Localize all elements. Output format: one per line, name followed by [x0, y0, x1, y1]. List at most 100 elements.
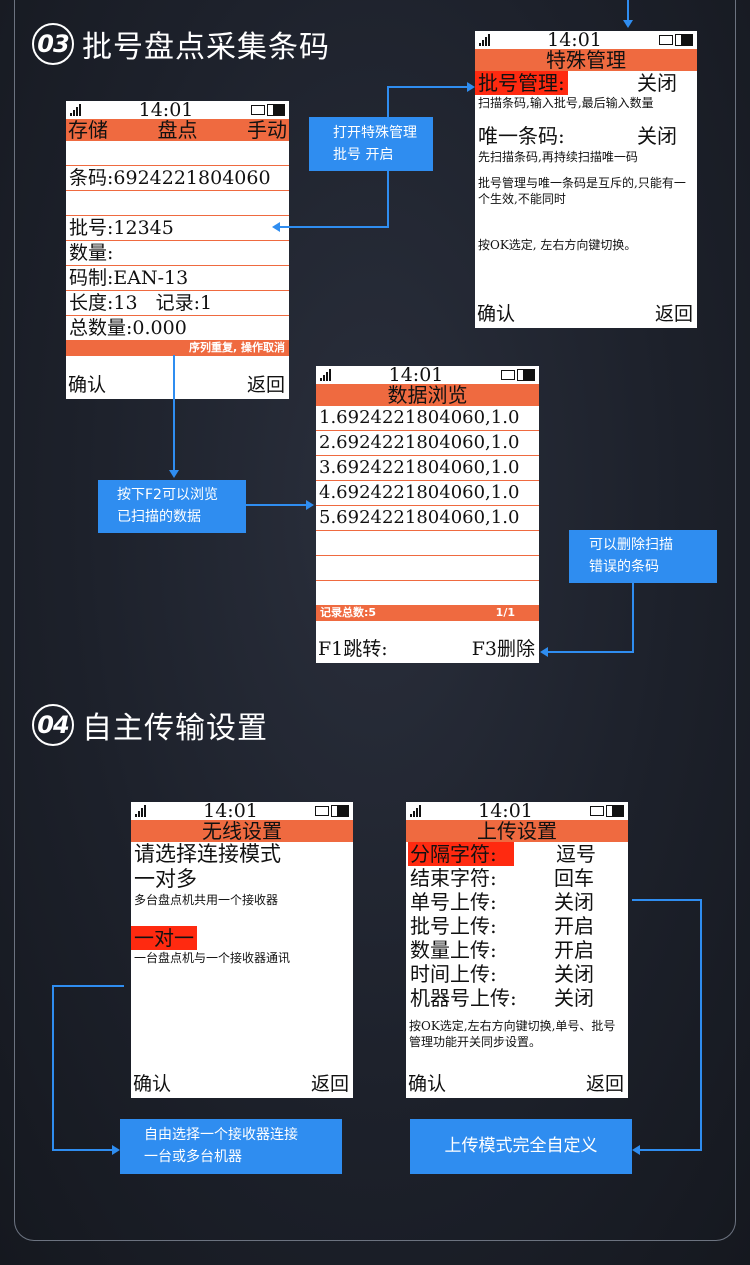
hint-text: 按OK选定, 左右方向键切换。 [478, 238, 637, 252]
connector [52, 985, 124, 987]
warning-bar: 序列重复, 操作取消 [66, 340, 289, 356]
status-time: 14:01 [203, 802, 258, 822]
ok-softkey[interactable]: 确认 [133, 1073, 172, 1095]
battery-icon [250, 104, 285, 116]
callout-line: 按下F2可以浏览 [117, 487, 218, 503]
connector [280, 226, 389, 228]
connector [173, 355, 175, 470]
record-total-bar: 记录总数:5 1/1 [316, 605, 539, 621]
list-item[interactable]: 4.6924221804060,1.0 [316, 481, 539, 506]
one-to-one-option: 一对一 [131, 926, 197, 950]
batch-mgmt-row[interactable]: 批号管理: 关闭 [475, 71, 697, 95]
blank-row [316, 556, 539, 581]
callout-line: 批号 开启 [333, 147, 394, 163]
connector [387, 171, 389, 227]
list-item[interactable]: 5.6924221804060,1.0 [316, 506, 539, 531]
screen-special: 14:01 特殊管理 批号管理: 关闭 扫描条码,输入批号,最后输入数量 唯一条… [475, 31, 697, 328]
callout-line: 错误的条码 [589, 559, 659, 575]
connector [632, 583, 634, 652]
batch-value: 开启 [554, 914, 594, 938]
connector-arrow [169, 470, 179, 478]
callout-line: 可以删除扫描 [589, 537, 673, 553]
list-item[interactable]: 3.6924221804060,1.0 [316, 456, 539, 481]
ok-softkey[interactable]: 确认 [408, 1073, 447, 1095]
content-frame [14, 0, 736, 1241]
status-time: 14:01 [478, 802, 533, 822]
unique-code-desc: 先扫描条码,再持续扫描唯一码 [478, 150, 638, 164]
connector [640, 1149, 702, 1151]
screen-header: 无线设置 [131, 820, 353, 842]
total-row: 总数量:0.000 [69, 317, 187, 339]
blank-row [66, 141, 289, 166]
one-to-many-desc: 多台盘点机共用一个接收器 [134, 893, 279, 907]
connect-prompt: 请选择连接模式 [134, 842, 281, 866]
separator-value: 逗号 [556, 842, 596, 866]
screen-header: 存储 盘点 手动 [66, 119, 289, 141]
one-to-many-option[interactable]: 一对多 [134, 867, 197, 891]
blank-row [316, 531, 539, 556]
softkey-bar: 确认 返回 [408, 1069, 624, 1096]
callout-line: 打开特殊管理 [333, 125, 417, 141]
screen-header: 数据浏览 [316, 384, 539, 406]
one-to-one-desc: 一台盘点机与一个接收器通讯 [134, 951, 291, 965]
upload-item-batch[interactable]: 批号上传: 开启 [406, 914, 628, 938]
status-bar: 14:01 [131, 802, 353, 822]
callout-f2: 按下F2可以浏览 已扫描的数据 [98, 480, 246, 533]
batch-mgmt-value: 关闭 [637, 71, 677, 95]
order-value: 关闭 [554, 890, 594, 914]
status-bar: 14:01 [406, 802, 628, 822]
signal-icon [320, 369, 331, 381]
connector-arrow [540, 647, 548, 657]
upload-item-qty[interactable]: 数量上传: 开启 [406, 938, 628, 962]
section-4-number: 04 [32, 704, 74, 746]
page-indicator: 1/1 [495, 606, 515, 619]
ok-softkey[interactable]: 确认 [477, 303, 516, 325]
list-item[interactable]: 2.6924221804060,1.0 [316, 431, 539, 456]
connector [52, 985, 54, 1151]
batch-row: 批号:12345 [66, 216, 289, 241]
back-softkey[interactable]: 返回 [585, 1073, 624, 1095]
barcode-row: 条码:6924221804060 [66, 166, 289, 191]
code-type-row: 码制:EAN-13 [66, 266, 289, 291]
record-value: 记录:1 [155, 292, 213, 314]
unique-code-row[interactable]: 唯一条码: 关闭 [475, 123, 697, 149]
upload-item-time[interactable]: 时间上传: 关闭 [406, 962, 628, 986]
one-to-one-row[interactable]: 一对一 [131, 926, 353, 950]
length-record-row: 长度:13 记录:1 [66, 291, 289, 316]
callout-line: 已扫描的数据 [117, 509, 201, 525]
status-time: 14:01 [138, 101, 194, 121]
section-3-heading: 批号盘点采集条码 [82, 30, 330, 65]
upload-item-separator[interactable]: 分隔字符: 逗号 [406, 842, 628, 866]
list-item[interactable]: 1.6924221804060,1.0 [316, 406, 539, 431]
f3-delete-softkey[interactable]: F3删除 [471, 638, 535, 660]
separator-label: 分隔字符: [408, 842, 514, 866]
back-softkey[interactable]: 返回 [310, 1073, 349, 1095]
qty-row: 数量: [66, 241, 289, 266]
upload-item-machine[interactable]: 机器号上传: 关闭 [406, 986, 628, 1010]
section-4-title: 04 自主传输设置 [32, 703, 268, 747]
ok-softkey[interactable]: 确认 [68, 374, 107, 396]
unique-code-value: 关闭 [637, 124, 677, 148]
screen-header: 特殊管理 [475, 49, 697, 71]
signal-icon [135, 805, 146, 817]
battery-icon [314, 805, 349, 817]
callout-upload: 上传模式完全自定义 [410, 1119, 632, 1174]
connector-arrow [632, 1145, 640, 1155]
back-softkey[interactable]: 返回 [246, 374, 285, 396]
f1-jump-softkey[interactable]: F1跳转: [318, 638, 388, 660]
screen-header: 上传设置 [406, 820, 628, 842]
connector [700, 899, 702, 1151]
status-bar: 14:01 [316, 366, 539, 385]
battery-icon [589, 805, 624, 817]
batch-mgmt-desc: 扫描条码,输入批号,最后输入数量 [478, 96, 654, 110]
upload-item-order[interactable]: 单号上传: 关闭 [406, 890, 628, 914]
batch-label: 批号上传: [410, 914, 497, 938]
header-count: 盘点 [157, 118, 198, 142]
screen-wireless: 14:01 无线设置 请选择连接模式 一对多 多台盘点机共用一个接收器 一对一 … [131, 802, 353, 1098]
section-4-heading: 自主传输设置 [82, 711, 268, 746]
connector-top [627, 0, 629, 20]
connector-arrow [112, 1145, 120, 1155]
back-softkey[interactable]: 返回 [654, 303, 693, 325]
upload-item-end-char[interactable]: 结束字符: 回车 [406, 866, 628, 890]
screen-inventory: 14:01 存储 盘点 手动 条码:6924221804060 批号:12345… [66, 101, 289, 399]
